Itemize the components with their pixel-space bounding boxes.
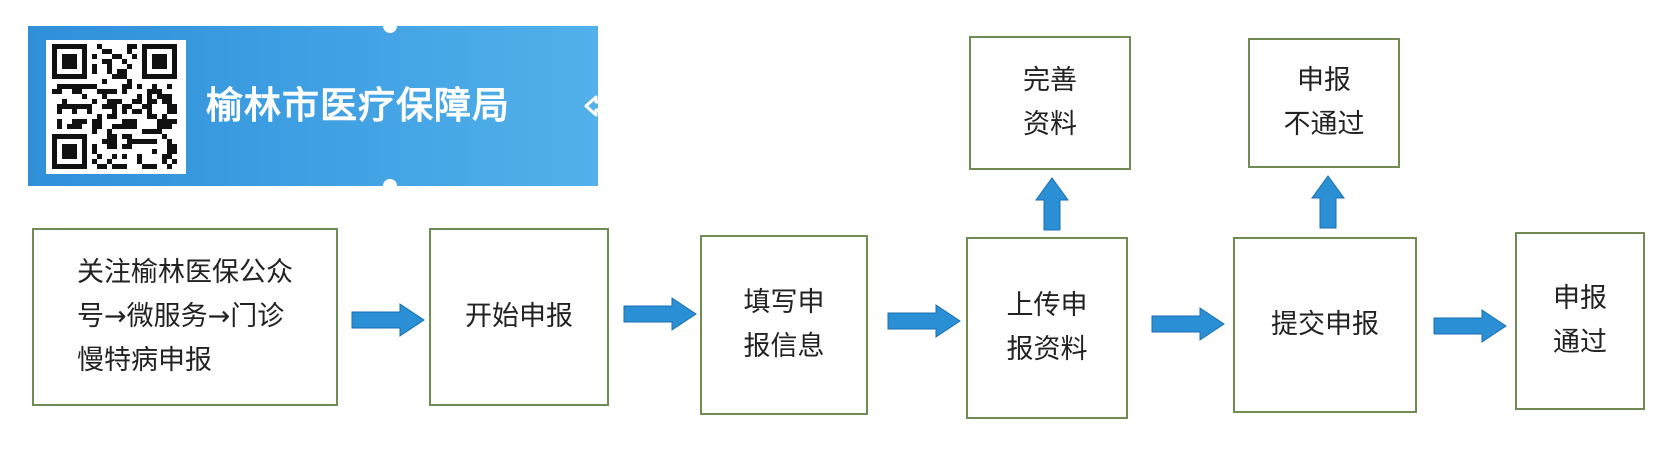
qr-code-graphic	[52, 44, 177, 169]
step-application-rejected: 申报 不通过	[1248, 38, 1400, 168]
arrow-right-icon	[1151, 307, 1225, 341]
banner: 榆林市医疗保障局	[28, 19, 614, 193]
step-fill-info-label: 填写申 报信息	[743, 287, 825, 362]
step-start-application: 开始申报	[429, 228, 609, 406]
step-submit-application-label: 提交申报	[1271, 309, 1379, 340]
step-complete-materials: 完善 资料	[969, 36, 1131, 170]
arrow-up-icon	[1311, 175, 1345, 229]
step-application-rejected-label: 申报 不通过	[1283, 65, 1365, 140]
step-upload-materials-label: 上传申 报资料	[1006, 290, 1088, 365]
arrow-right-icon	[623, 297, 697, 331]
left-arrow-icon	[584, 95, 614, 117]
qr-code-icon	[46, 40, 186, 174]
arrow-right-icon	[887, 304, 961, 338]
step-follow-account: 关注榆林医保公众 号→微服务→门诊 慢特病申报	[32, 228, 338, 406]
step-fill-info: 填写申 报信息	[700, 235, 868, 415]
step-application-passed: 申报 通过	[1515, 232, 1645, 410]
arrow-right-icon	[351, 303, 425, 337]
step-start-application-label: 开始申报	[465, 301, 573, 332]
banner-notch-top	[383, 19, 397, 33]
step-application-passed-label: 申报 通过	[1553, 283, 1607, 358]
banner-title: 榆林市医疗保障局	[206, 84, 510, 127]
arrow-right-icon	[1433, 309, 1507, 343]
banner-notch-bottom	[383, 179, 397, 193]
step-upload-materials: 上传申 报资料	[966, 237, 1128, 419]
step-follow-account-label: 关注榆林医保公众 号→微服务→门诊 慢特病申报	[77, 257, 293, 376]
step-complete-materials-label: 完善 资料	[1023, 65, 1077, 140]
step-submit-application: 提交申报	[1233, 237, 1417, 413]
arrow-up-icon	[1035, 177, 1069, 231]
